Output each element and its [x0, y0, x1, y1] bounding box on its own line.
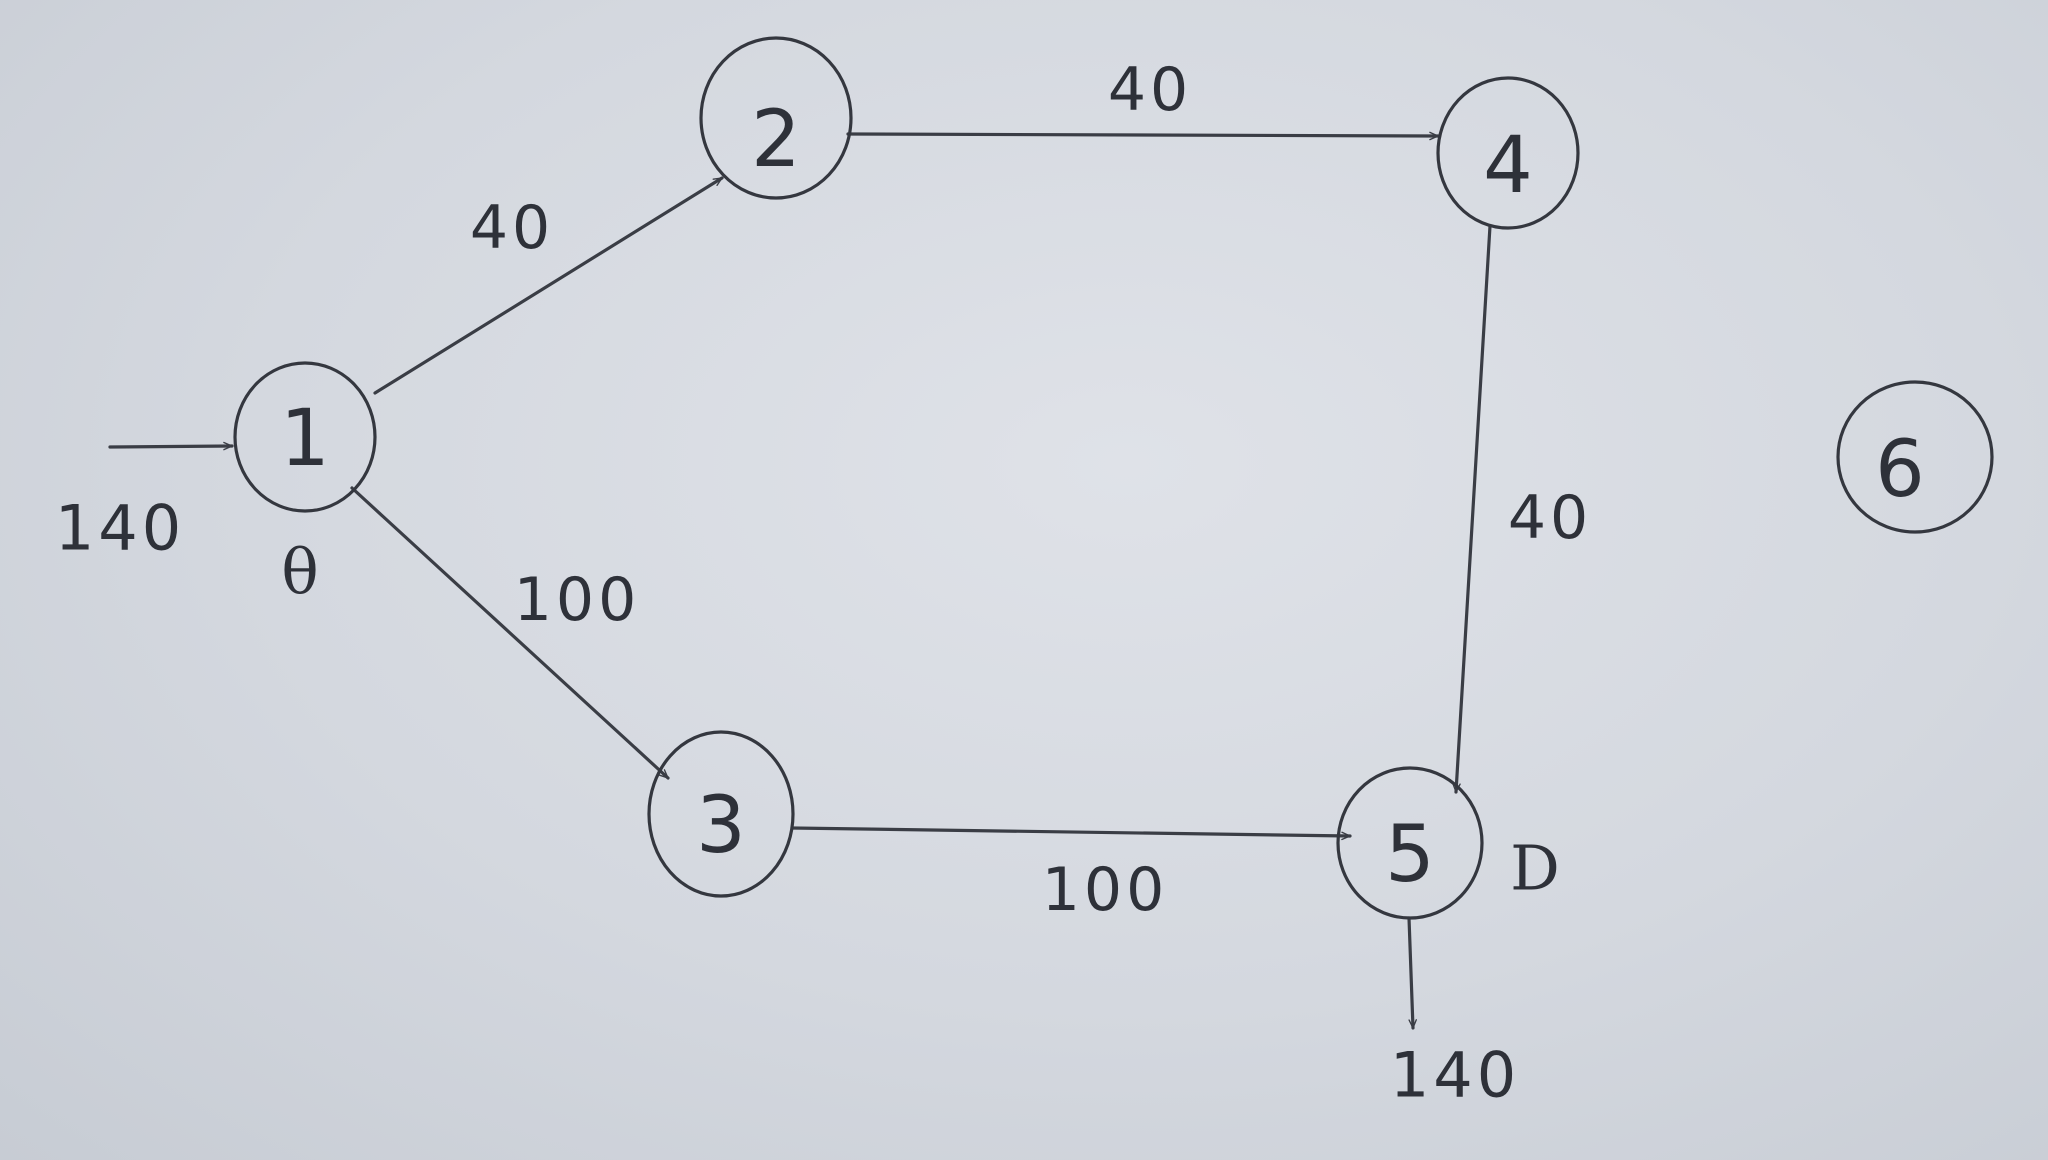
inflow-label: 140	[55, 492, 185, 565]
node-1: 1	[233, 361, 377, 513]
outflow-label: 140	[1390, 1039, 1520, 1112]
node-1-label: 1	[280, 394, 330, 484]
inflow-arrow	[108, 441, 234, 451]
outflow-arrow	[1407, 916, 1417, 1030]
node-3: 3	[647, 730, 795, 898]
node-6-label: 6	[1875, 425, 1925, 515]
edge-1-3	[350, 486, 670, 780]
node-5-label: 5	[1385, 810, 1435, 900]
edge-2-4	[846, 131, 1440, 141]
edge-1-2-label: 40	[470, 193, 554, 263]
node-4: 4	[1436, 76, 1580, 230]
node-2: 2	[699, 36, 853, 200]
origin-marker: θ	[281, 536, 318, 609]
edge-4-5	[1452, 224, 1492, 794]
edge-2-4-label: 40	[1108, 55, 1192, 125]
node-2-label: 2	[751, 95, 801, 185]
edge-4-5-label: 40	[1508, 483, 1592, 553]
edge-3-5-label: 100	[1042, 855, 1169, 925]
edge-1-3-label: 100	[514, 565, 641, 635]
destination-marker: D	[1510, 832, 1560, 905]
node-5: 5	[1336, 766, 1484, 920]
node-3-label: 3	[696, 781, 746, 871]
edge-1-2	[373, 176, 724, 395]
node-4-label: 4	[1483, 121, 1533, 211]
edge-3-5	[790, 826, 1352, 841]
node-6: 6	[1836, 380, 1994, 534]
